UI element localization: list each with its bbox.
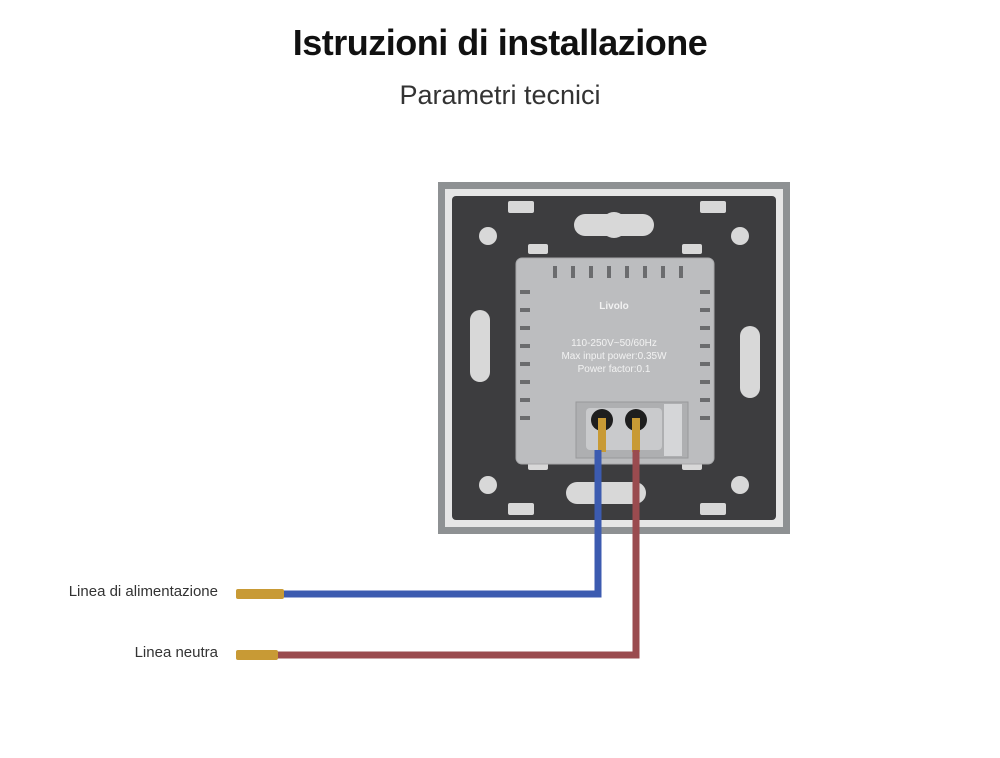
power-wire: [236, 450, 602, 599]
module-brand: Livolo: [599, 301, 628, 312]
relay-module: Livolo 110-250V~50/60Hz Max input power:…: [515, 257, 715, 465]
power-line-label: Linea di alimentazione: [68, 583, 218, 600]
page-title: Istruzioni di installazione: [292, 22, 708, 63]
neutral-line-label: Linea neutra: [134, 644, 218, 661]
page-subtitle: Parametri tecnici: [399, 80, 601, 110]
neutral-wire: [236, 450, 640, 660]
module-spec-line: 110-250V~50/60Hz: [571, 338, 657, 349]
module-spec-line: Max input power:0.35W: [561, 351, 667, 362]
module-spec-line: Power factor:0.1: [578, 364, 651, 375]
